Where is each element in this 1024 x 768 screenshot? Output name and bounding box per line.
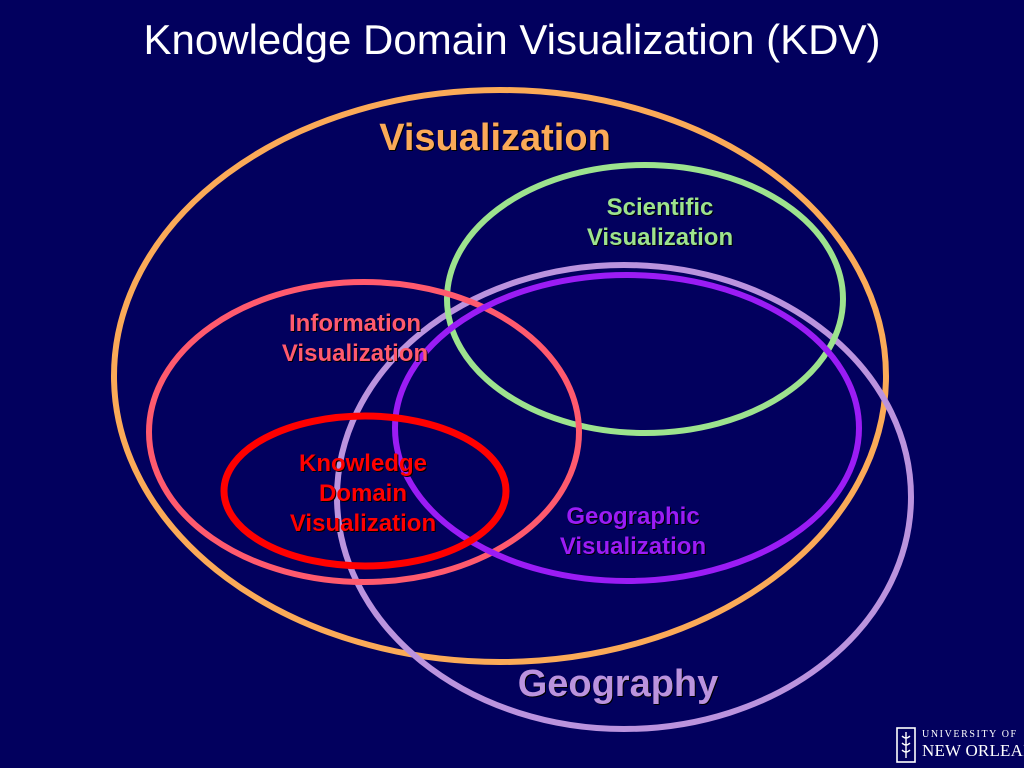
information-visualization-label: Information Visualization bbox=[240, 309, 470, 369]
slide-title: Knowledge Domain Visualization (KDV) bbox=[143, 16, 881, 63]
geography-label-line: Geography bbox=[517, 663, 719, 705]
geographic-label-line-1: Geographic bbox=[566, 503, 700, 530]
geographic-visualization-label: Geographic Visualization bbox=[528, 502, 738, 562]
information-visualization-ellipse bbox=[146, 279, 582, 585]
knowledge-label-line-1: Knowledge bbox=[298, 450, 427, 477]
scientific-label-line-1: Scientific bbox=[606, 194, 714, 221]
knowledge-label-line-3: Visualization bbox=[289, 510, 437, 537]
university-logo: UNIVERSITY OF NEW ORLEANS bbox=[896, 727, 1024, 765]
scientific-visualization-label: Scientific Visualization bbox=[555, 193, 765, 253]
geographic-label-line-2: Visualization bbox=[559, 533, 707, 560]
visualization-label-line: Visualization bbox=[379, 117, 611, 159]
knowledge-domain-visualization-label: Knowledge Domain Visualization bbox=[258, 449, 468, 539]
scientific-visualization-ellipse bbox=[444, 162, 846, 436]
visualization-label: Visualization bbox=[340, 116, 650, 160]
knowledge-label-line-2: Domain bbox=[318, 480, 407, 507]
logo-text-line-1: UNIVERSITY OF bbox=[922, 729, 1018, 740]
university-crest-icon bbox=[896, 727, 916, 763]
information-label-line-1: Information bbox=[289, 310, 421, 337]
knowledge-domain-visualization-ellipse bbox=[220, 412, 510, 570]
geographic-visualization-ellipse bbox=[392, 272, 862, 584]
information-label-line-2: Visualization bbox=[281, 340, 429, 367]
geography-label: Geography bbox=[478, 660, 758, 708]
scientific-label-line-2: Visualization bbox=[586, 224, 734, 251]
geography-ellipse bbox=[334, 262, 914, 732]
logo-text-line-2: NEW ORLEANS bbox=[922, 741, 1024, 760]
visualization-ellipse bbox=[111, 87, 889, 665]
